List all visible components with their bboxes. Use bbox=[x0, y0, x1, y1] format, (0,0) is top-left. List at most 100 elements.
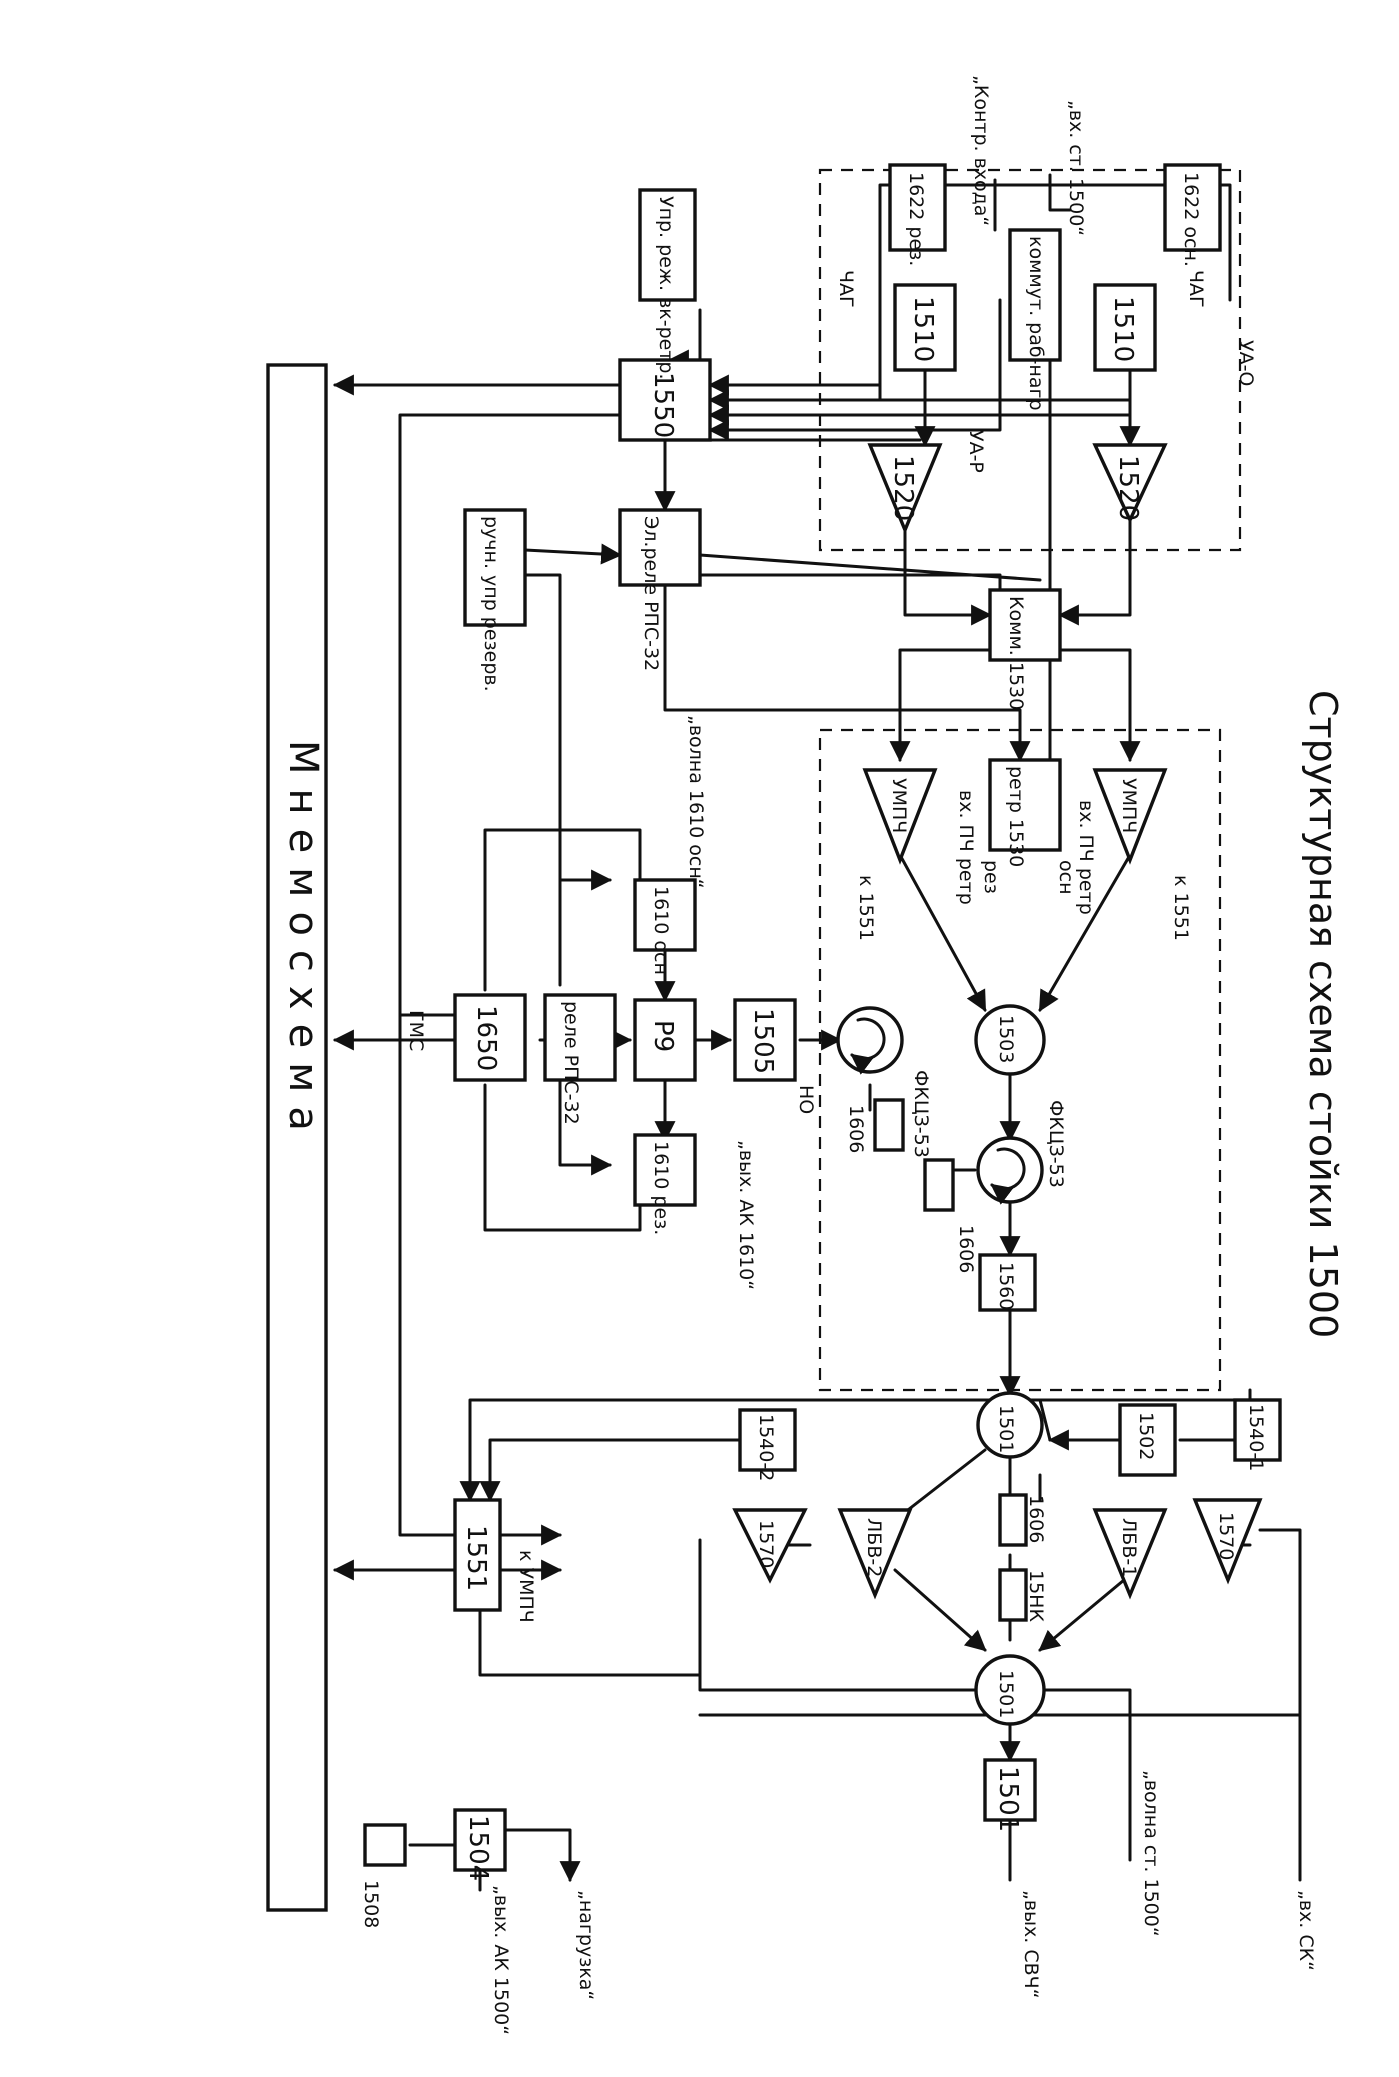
label-1570-a: 1570 bbox=[755, 1520, 777, 1568]
label-1501-d: 1501 bbox=[995, 1670, 1017, 1718]
label-upr: Упр. реж. вк-ретр. bbox=[655, 196, 677, 380]
label-r9: Р9 bbox=[648, 1020, 678, 1052]
label-1560: 1560 bbox=[995, 1262, 1017, 1310]
label-1622-rez: 1622 рез. bbox=[905, 172, 927, 266]
label-1504: 1504 bbox=[463, 1815, 493, 1881]
label-1502: 1502 bbox=[1135, 1412, 1157, 1460]
label-vyx-svch: „вых. СВЧ“ bbox=[1020, 1890, 1042, 1999]
label-kommut: коммут. раб-нагр bbox=[1025, 236, 1047, 411]
label-1503: 1503 bbox=[995, 1015, 1017, 1063]
label-vyx-ak1610: „вых. АК 1610“ bbox=[735, 1140, 757, 1290]
block-1510-a bbox=[893, 283, 957, 372]
amp-umpch-b bbox=[1092, 768, 1168, 865]
label-1606-c: 1606 bbox=[955, 1225, 977, 1273]
amp-1570-b bbox=[1192, 1498, 1263, 1585]
label-rez: рез bbox=[980, 860, 1002, 894]
label-ua-r: УА-Р bbox=[965, 430, 987, 473]
amp-lbv2 bbox=[837, 1508, 913, 1600]
label-1505: 1505 bbox=[748, 1008, 778, 1074]
circ-1501-d bbox=[974, 1654, 1046, 1726]
block-1505 bbox=[733, 998, 797, 1082]
block-1550 bbox=[618, 358, 712, 442]
label-1510-b: 1510 bbox=[1108, 296, 1138, 362]
block-1650 bbox=[453, 993, 527, 1082]
label-1606-a: 1606 bbox=[1025, 1495, 1047, 1543]
label-gms: ГМС bbox=[405, 1010, 427, 1051]
dashed-zone-upper bbox=[818, 168, 1242, 552]
label-1540-1: 1540-1 bbox=[1245, 1404, 1267, 1471]
mnemo-bar bbox=[266, 363, 328, 1912]
block-1540-1 bbox=[1233, 1398, 1282, 1462]
block-15nk bbox=[998, 1568, 1028, 1622]
label-1520-b: 1520 bbox=[1113, 455, 1143, 521]
circ-1503 bbox=[974, 1004, 1046, 1076]
block-1502 bbox=[1118, 1403, 1177, 1477]
block-1551 bbox=[453, 1498, 502, 1612]
block-1610-osn bbox=[633, 878, 697, 952]
label-volna1610: „волна 1610 осн“ bbox=[685, 715, 707, 889]
label-1520-a: 1520 bbox=[888, 455, 918, 521]
label-chag-a: ЧАГ bbox=[835, 270, 857, 308]
label-lbv1: ЛБВ-1 bbox=[1118, 1518, 1140, 1577]
label-1570-b: 1570 bbox=[1215, 1512, 1237, 1560]
block-ruchn-upr bbox=[463, 508, 527, 627]
label-vx-st: „вх. ст. 1500“ bbox=[1065, 100, 1087, 236]
block-1530-retr bbox=[988, 758, 1062, 852]
label-1501-c: 1501 bbox=[995, 1405, 1017, 1453]
block-1510-b bbox=[1093, 283, 1157, 372]
label-vx-pch-retr: вх. ПЧ ретр bbox=[1075, 800, 1097, 915]
label-ruchn: ручн. упр резерв. bbox=[480, 516, 502, 692]
block-1622-osn bbox=[1163, 163, 1222, 252]
label-osn: осн bbox=[1055, 860, 1077, 895]
block-upr bbox=[638, 188, 697, 302]
block-1540-2 bbox=[738, 1408, 797, 1472]
label-vx-sk: „вх. СК“ bbox=[1295, 1890, 1317, 1971]
circ-fkc-b bbox=[976, 1136, 1044, 1204]
block-1530-kommut bbox=[988, 588, 1062, 662]
label-k1551-b: к 1551 bbox=[1170, 875, 1192, 941]
block-1504 bbox=[453, 1808, 507, 1872]
label-vx-pch-retr2: вх. ПЧ ретр bbox=[955, 790, 977, 905]
label-umpch-a: УМПЧ bbox=[888, 778, 910, 833]
label-1508: 1508 bbox=[360, 1880, 382, 1928]
amplifiers bbox=[732, 443, 1263, 1600]
label-fkc-a: ФКЦЗ-53 bbox=[910, 1070, 932, 1158]
label-volna-st: „волна ст. 1500“ bbox=[1140, 1770, 1162, 1937]
label-1551: 1551 bbox=[461, 1525, 491, 1591]
amp-lbv1 bbox=[1092, 1508, 1168, 1600]
label-vyx-ak1500: „вых. АК 1500“ bbox=[490, 1885, 512, 2035]
block-1560 bbox=[978, 1253, 1037, 1312]
blocks bbox=[363, 163, 1282, 1872]
label-no: НО bbox=[795, 1085, 817, 1114]
block-1606-b bbox=[923, 1158, 955, 1212]
amp-1520-a bbox=[867, 443, 943, 535]
label-1550: 1550 bbox=[648, 372, 678, 438]
block-1501-out bbox=[983, 1758, 1037, 1822]
label-chag-b: ЧАГ bbox=[1185, 270, 1207, 308]
label-1622-osn: 1622 осн. bbox=[1180, 172, 1202, 267]
label-1510-a: 1510 bbox=[908, 296, 938, 362]
label-rele-2: реле РПС-32 bbox=[560, 1001, 582, 1125]
label-ua-o: УА-О bbox=[1235, 340, 1257, 386]
circulators bbox=[836, 1004, 1046, 1726]
amp-umpch-a bbox=[862, 768, 938, 865]
block-1606-a bbox=[873, 1098, 905, 1152]
circ-1501-c bbox=[976, 1391, 1044, 1459]
circ-fkc-a bbox=[836, 1006, 904, 1074]
block-kommut bbox=[1008, 228, 1062, 362]
block-r9 bbox=[633, 998, 697, 1082]
block-1610-rez bbox=[633, 1133, 697, 1207]
label-1610-osn: 1610 осн bbox=[650, 886, 672, 975]
label-k-umpch: к УМПЧ bbox=[515, 1550, 537, 1623]
block-labels: 1622 рез. коммут. раб-нагр 1622 осн. Упр… bbox=[360, 172, 1267, 1928]
label-1540-2: 1540-2 bbox=[755, 1414, 777, 1481]
block-1508 bbox=[363, 1823, 407, 1867]
diagram-title: Структурная схема стойки 1500 bbox=[1301, 690, 1345, 1338]
label-lbv2: ЛБВ-2 bbox=[863, 1518, 885, 1577]
signal-labels: „вх. ст. 1500“ „Контр. входа“ ЧАГ ЧАГ УА… bbox=[405, 75, 1317, 2035]
mnemo-label: Мнемосхема bbox=[280, 740, 326, 1145]
block-1606-c bbox=[998, 1493, 1028, 1547]
amp-1570-a bbox=[732, 1508, 808, 1584]
label-fkc-b: ФКЦЗ-53 bbox=[1045, 1100, 1067, 1188]
label-15nk: 15НК bbox=[1025, 1570, 1047, 1622]
